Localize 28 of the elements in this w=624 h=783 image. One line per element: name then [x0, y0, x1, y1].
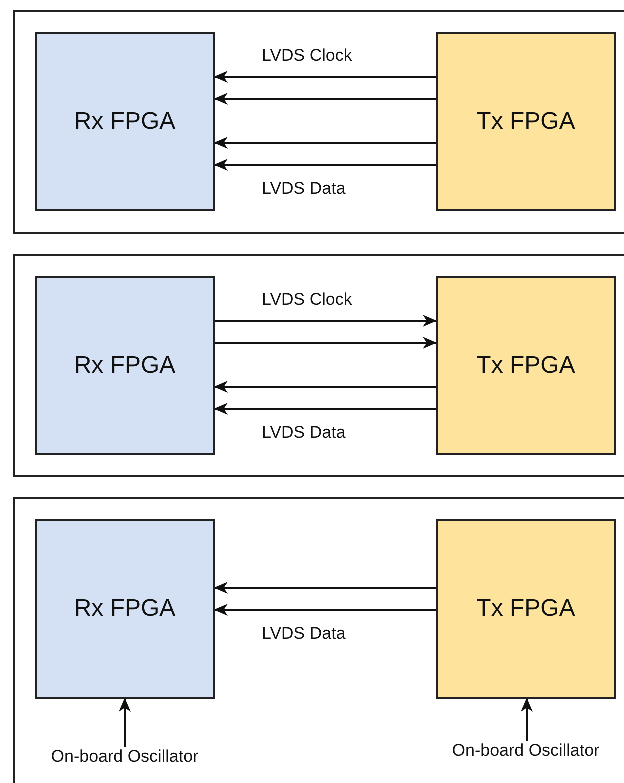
source-label: On-board Oscillator [35, 747, 215, 769]
fpga-block: Rx FPGA [35, 32, 215, 211]
signal-arrow [214, 403, 436, 415]
panel-frame [13, 10, 624, 234]
fpga-block: Rx FPGA [35, 276, 215, 455]
arrow [521, 698, 533, 741]
source-label: On-board Oscillator [436, 741, 616, 763]
signal-arrow [214, 93, 436, 105]
signal-arrow [214, 137, 436, 149]
signal-arrow [214, 381, 436, 393]
arrow [119, 698, 131, 747]
signal-arrow [215, 337, 437, 349]
fpga-block: Rx FPGA [35, 519, 215, 699]
panel-frame [13, 254, 624, 477]
signal-arrow [214, 582, 436, 594]
signal-arrow [214, 604, 436, 616]
signal-arrow [214, 159, 436, 171]
signal-label: LVDS Data [262, 423, 346, 443]
signal-label: LVDS Clock [262, 46, 352, 66]
fpga-block: Tx FPGA [436, 276, 616, 455]
signal-arrow [215, 315, 437, 327]
signal-label: LVDS Clock [262, 290, 352, 310]
signal-label: LVDS Data [262, 624, 346, 644]
fpga-block: Tx FPGA [436, 519, 616, 699]
panel-frame [13, 497, 624, 783]
signal-arrow [214, 71, 436, 83]
fpga-block: Tx FPGA [436, 32, 616, 211]
signal-label: LVDS Data [262, 179, 346, 199]
